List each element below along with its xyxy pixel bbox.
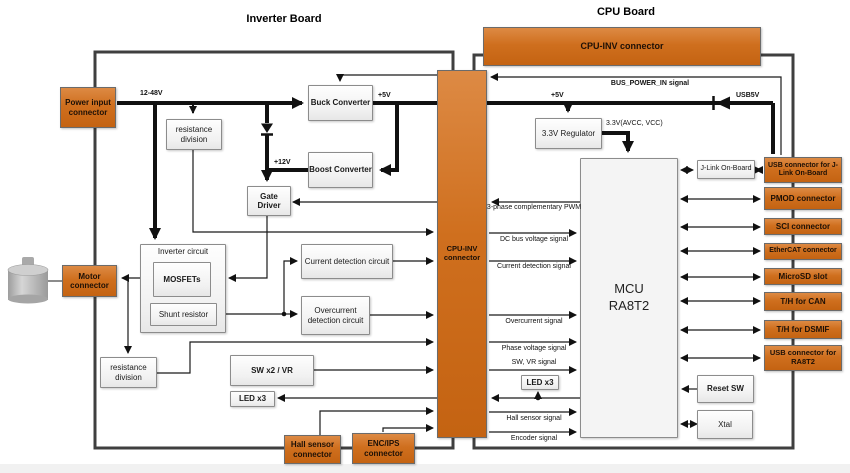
- enc-ips-connector: ENC/IPS connector: [352, 433, 415, 464]
- hall-sensor-connector: Hall sensor connector: [284, 435, 341, 464]
- shunt-resistor: Shunt resistor: [150, 303, 217, 326]
- power-input-connector: Power input connector: [60, 87, 116, 128]
- mosfets: MOSFETs: [153, 262, 211, 297]
- cpu-board-title: CPU Board: [596, 6, 656, 18]
- label-sw-vr-signal: SW, VR signal: [511, 359, 557, 366]
- current-detection-circuit: Current detection circuit: [301, 244, 393, 279]
- regulator-3v3: 3.3V Regulator: [535, 118, 602, 149]
- usb-jlink-connector: USB connector for J-Link On-Board: [764, 157, 842, 183]
- motor-icon: [7, 257, 62, 304]
- label-pwm-signal: 3-phase complementary PWM: [486, 204, 582, 211]
- label-dc-bus-signal: DC bus voltage signal: [499, 236, 569, 243]
- cpu-inv-connector-vertical: CPU-INV connector: [437, 70, 487, 438]
- label-current-detection-signal: Current detection signal: [497, 263, 571, 270]
- motor-connector: Motor connector: [62, 265, 117, 297]
- resistance-division-bottom: resistance division: [100, 357, 157, 388]
- ethercat-connector: EtherCAT connector: [764, 243, 842, 260]
- th-dsmif-connector: T/H for DSMIF: [764, 320, 842, 339]
- cpu-inv-connector-top: CPU-INV connector: [483, 27, 761, 66]
- boost-converter: Boost Converter: [308, 152, 373, 188]
- mcu-ra8t2: MCU RA8T2: [580, 158, 678, 438]
- inverter-board-title: Inverter Board: [246, 13, 322, 25]
- label-12-48v: 12-48V: [140, 90, 163, 97]
- microsd-slot: MicroSD slot: [764, 268, 842, 285]
- reset-sw: Reset SW: [697, 375, 754, 403]
- label-hall-sensor-signal: Hall sensor signal: [506, 415, 562, 422]
- resistance-division-top: resistance division: [166, 119, 222, 150]
- usb-ra8t2-connector: USB connector for RA8T2: [764, 345, 842, 371]
- label-phase-voltage-signal: Phase voltage signal: [501, 345, 567, 352]
- label-3v3-avcc: 3.3V(AVCC, VCC): [606, 120, 663, 127]
- label-usb5v: USB5V: [736, 92, 760, 99]
- sci-connector: SCI connector: [764, 218, 842, 235]
- th-can-connector: T/H for CAN: [764, 292, 842, 311]
- led-x3-cpu: LED x3: [521, 375, 559, 390]
- gate-driver: Gate Driver: [247, 186, 291, 216]
- overcurrent-detection-circuit: Overcurrent detection circuit: [301, 296, 370, 335]
- label-bus-power-in: BUS_POWER_IN signal: [610, 80, 690, 87]
- sw-vr-block: SW x2 / VR: [230, 355, 314, 386]
- label-encoder-signal: Encoder signal: [510, 435, 558, 442]
- diode-icon: [261, 96, 730, 136]
- jlink-on-board: J-Link On-Board: [697, 160, 755, 179]
- buck-converter: Buck Converter: [308, 85, 373, 121]
- mcu-label-line2: RA8T2: [608, 298, 650, 313]
- label-overcurrent-signal: Overcurrent signal: [505, 318, 563, 325]
- led-x3-inverter: LED x3: [230, 391, 275, 407]
- bottom-strip: [0, 464, 850, 473]
- label-5v-inverter: +5V: [378, 92, 391, 99]
- pmod-connector: PMOD connector: [764, 187, 842, 210]
- xtal: Xtal: [697, 410, 753, 439]
- mcu-label-line1: MCU: [614, 281, 644, 297]
- label-5v-cpu: +5V: [551, 92, 564, 99]
- label-12v: +12V: [274, 159, 291, 166]
